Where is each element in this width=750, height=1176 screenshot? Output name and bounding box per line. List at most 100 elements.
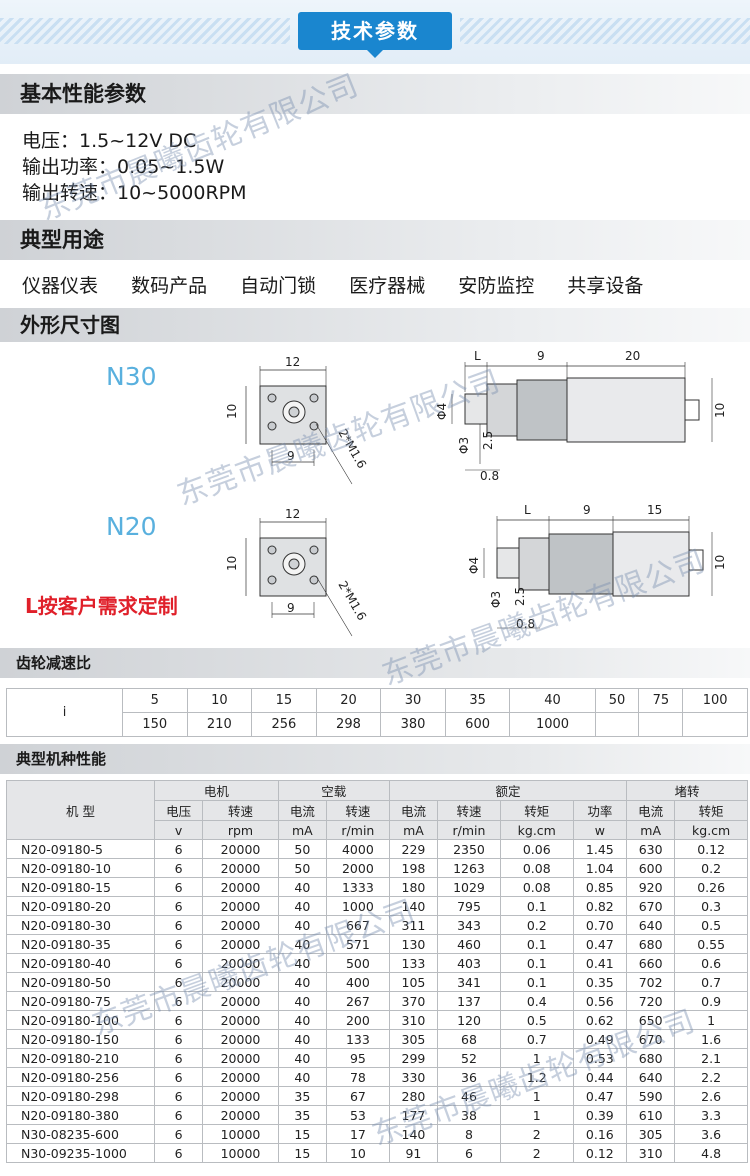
perf-value-cell: 0.16 [572,1124,628,1144]
perf-value-cell: 35 [277,1086,327,1106]
perf-model-cell: N20-09180-5 [6,839,155,859]
basic-heading: 基本性能参数 [0,74,750,114]
perf-value-cell: 20000 [202,858,279,878]
n20-width: 12 [285,507,300,521]
perf-value-cell: 133 [388,953,439,973]
perf-header-units: v rpm mA r/min mA r/min kg.cm w mA kg.cm [7,820,748,840]
perf-value-cell: 40 [277,896,327,916]
uses-list: 仪器仪表 数码产品 自动门锁 医疗器械 安防监控 共享设备 [22,271,670,298]
ratio-heading: 齿轮减速比 [0,648,750,678]
perf-value-cell: 4000 [325,839,390,859]
perf-value-cell: 0.08 [499,858,574,878]
perf-value-cell: 0.7 [674,972,748,992]
perf-unit: rpm [202,820,279,840]
spec-power: 输出功率：0.05~1.5W [22,156,225,178]
perf-group-noload: 空载 [277,780,390,801]
perf-value-cell: 10000 [202,1124,279,1144]
perf-value-cell: 229 [388,839,439,859]
perf-group-stall: 堵转 [626,780,748,801]
ratio-cell: 75 [638,688,684,713]
custom-length-note: L按客户需求定制 [25,594,178,618]
ratio-label: i [6,688,123,737]
perf-value-cell: 105 [388,972,439,992]
perf-sub: 电流 [388,800,439,821]
perf-value-cell: 50 [277,858,327,878]
perf-value-cell: 2.2 [674,1067,748,1087]
uses-heading: 典型用途 [0,220,750,260]
perf-value-cell: 310 [388,1010,439,1030]
use-item: 安防监控 [458,275,535,297]
perf-group-rated: 额定 [388,780,628,801]
n20-screws: 2*M1.6 [335,579,369,623]
n30-side-view [451,362,713,471]
perf-value-cell: 40 [277,877,327,897]
ratio-cell: 210 [186,712,253,737]
perf-value-cell: 1.45 [572,839,628,859]
perf-value-cell: 2 [499,1143,574,1163]
n30-motor-h: 10 [713,403,727,418]
perf-value-cell: 46 [437,1086,501,1106]
perf-value-cell: 0.44 [572,1067,628,1087]
perf-value-cell: 40 [277,972,327,992]
perf-value-cell: 95 [325,1048,390,1068]
perf-unit: w [572,820,628,840]
perf-value-cell: 702 [626,972,676,992]
ratio-cell: 40 [509,688,596,713]
perf-value-cell: 133 [325,1029,390,1049]
perf-sub: 转速 [325,800,390,821]
perf-value-cell: 140 [388,1124,439,1144]
ratio-cell [594,712,640,737]
perf-group-motor: 电机 [154,780,279,801]
perf-value-cell: 20000 [202,839,279,859]
perf-value-cell: 68 [437,1029,501,1049]
perf-sub: 功率 [572,800,628,821]
perf-value-cell: 78 [325,1067,390,1087]
n30-shaft-tip: 0.8 [480,469,499,483]
perf-value-cell: 0.6 [674,953,748,973]
n20-front-view [245,518,353,637]
perf-value-cell: 2.1 [674,1048,748,1068]
spec-speed: 输出转速：10~5000RPM [22,182,247,204]
perf-unit: r/min [437,820,501,840]
use-item: 自动门锁 [240,275,317,297]
perf-value-cell: 6 [153,1143,204,1163]
perf-value-cell: 40 [277,934,327,954]
perf-value-cell: 1029 [437,877,501,897]
perf-model-cell: N20-09180-20 [6,896,155,916]
perf-value-cell: 0.85 [572,877,628,897]
banner-title: 技术参数 [298,12,452,58]
n30-gear-len: 9 [537,349,545,363]
perf-model-cell: N30-09235-1000 [6,1143,155,1163]
perf-value-cell: 2000 [325,858,390,878]
perf-value-cell: 330 [388,1067,439,1087]
perf-value-cell: 50 [277,839,327,859]
perf-value-cell: 0.1 [499,896,574,916]
performance-heading: 典型机种性能 [0,744,750,774]
perf-value-cell: 0.39 [572,1105,628,1125]
ratio-cell: 10 [186,688,253,713]
ratio-cell: 50 [594,688,640,713]
perf-unit: mA [626,820,676,840]
perf-value-cell: 0.35 [572,972,628,992]
perf-value-cell: 198 [388,858,439,878]
perf-value-cell: 0.12 [674,839,748,859]
perf-value-cell: 20000 [202,1086,279,1106]
perf-value-cell: 0.3 [674,896,748,916]
use-item: 数码产品 [131,275,208,297]
perf-sub: 电流 [277,800,327,821]
perf-value-cell: 400 [325,972,390,992]
perf-value-cell: 40 [277,1067,327,1087]
perf-value-cell: 0.2 [674,858,748,878]
perf-value-cell: 3.3 [674,1105,748,1125]
perf-value-cell: 20000 [202,915,279,935]
perf-model-cell: N20-09180-15 [6,877,155,897]
perf-value-cell: 20000 [202,1048,279,1068]
